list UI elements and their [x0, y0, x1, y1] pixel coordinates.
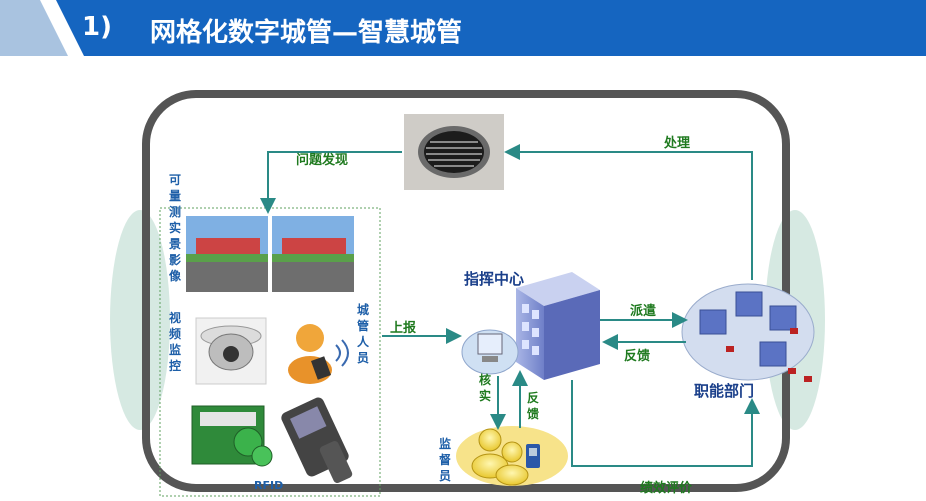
label-verify: 核实	[478, 373, 491, 403]
label-command-center: 指挥中心	[464, 270, 525, 288]
rfid-reader-icon	[281, 397, 353, 484]
label-feedback-right: 反馈	[624, 349, 651, 364]
manhole-icon	[404, 114, 504, 190]
street-image-right	[272, 216, 354, 292]
outer-frame	[142, 90, 790, 492]
background-glow-left	[110, 210, 170, 430]
label-handle: 处理	[664, 136, 691, 151]
label-measurable-image: 可量测实景影像	[168, 173, 181, 283]
label-rfid: RFID	[254, 479, 284, 492]
label-feedback-down: 反馈	[526, 391, 539, 421]
label-functional-dept: 职能部门	[694, 382, 755, 400]
rfid-tag-icon	[191, 405, 273, 467]
workstation-icon	[461, 329, 519, 375]
dome-camera-icon	[195, 317, 267, 385]
staff-phone-icon	[288, 324, 349, 384]
supervisor-group-icon	[456, 426, 568, 486]
label-problem-found: 问题发现	[296, 153, 349, 168]
street-image-left	[186, 216, 268, 292]
label-supervisor: 监督员	[438, 437, 451, 483]
page-title: 网格化数字城管—智慧城管	[150, 18, 463, 48]
arrow-evaluation	[571, 380, 760, 467]
label-video-monitor: 视频监控	[168, 311, 181, 373]
command-center-building-icon	[516, 272, 600, 380]
label-city-staff: 城管人员	[356, 303, 369, 365]
arrow-problem-found	[260, 151, 402, 214]
label-dispatch: 派遣	[630, 304, 657, 319]
label-evaluation: 绩效评价	[640, 481, 693, 496]
arrow-handle	[504, 144, 753, 280]
title-bar	[0, 0, 926, 56]
title-bar-background	[0, 0, 926, 56]
label-report: 上报	[390, 321, 417, 336]
functional-department-cluster-icon	[681, 283, 815, 382]
section-number: 1)	[82, 12, 112, 42]
